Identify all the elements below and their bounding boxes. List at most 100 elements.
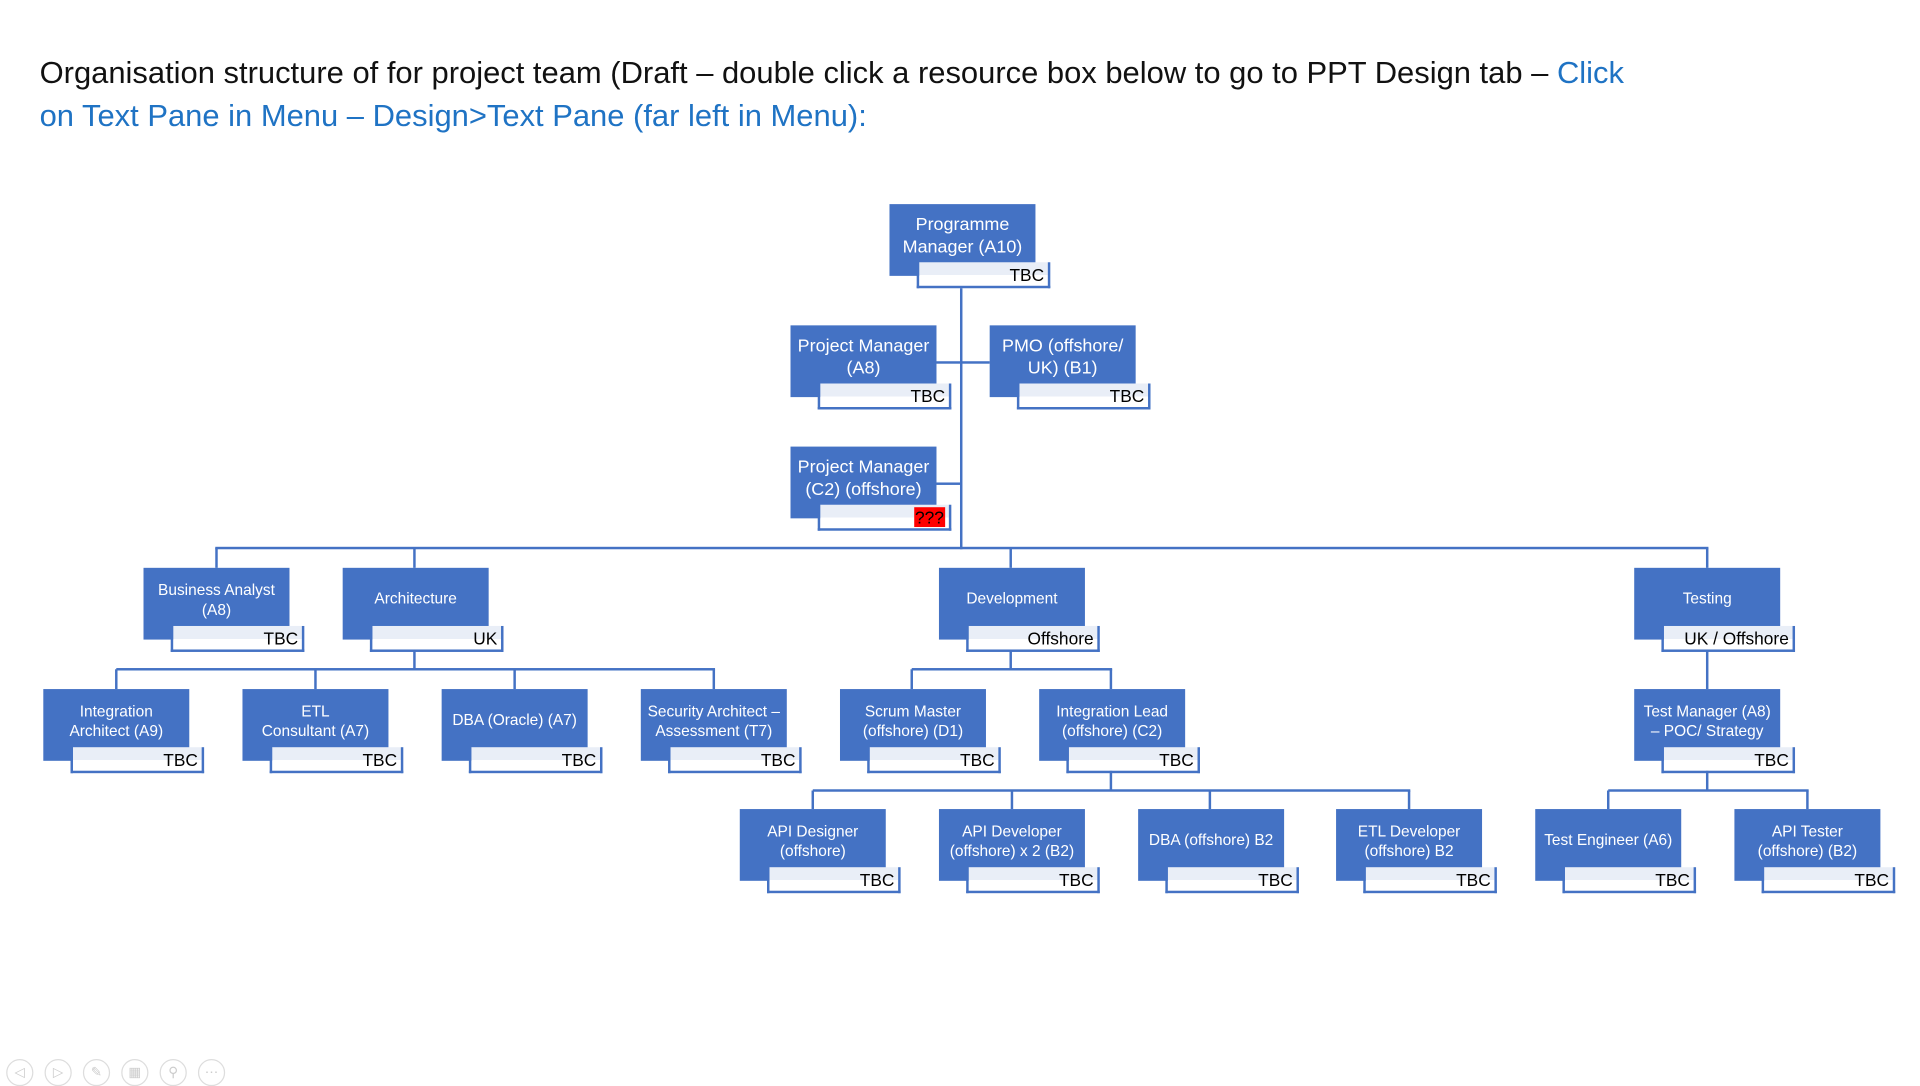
node-label[interactable]: TBC [1363, 867, 1497, 894]
node-label[interactable]: TBC [916, 262, 1051, 289]
slide-heading: Organisation structure of for project te… [40, 52, 1648, 139]
node-label[interactable]: TBC [1761, 867, 1896, 894]
node-label[interactable]: UK / Offshore [1661, 625, 1796, 652]
zoom-icon[interactable]: ⚲ [159, 1058, 187, 1086]
connector-line [1407, 790, 1411, 810]
connector-line [314, 669, 317, 690]
node-label[interactable]: TBC [1562, 867, 1697, 894]
node-label-text: TBC [1258, 869, 1293, 890]
node-project-manager-c2[interactable]: Project Manager (C2) (offshore)??? [790, 446, 952, 531]
previous-icon[interactable]: ◁ [6, 1058, 34, 1086]
node-label[interactable]: TBC [170, 625, 305, 652]
connector-line [413, 548, 416, 568]
node-integration-architect[interactable]: Integration Architect (A9)TBC [43, 689, 205, 774]
node-label-text: TBC [859, 869, 895, 890]
connector-line [1705, 770, 1709, 791]
node-label-text: TBC [1058, 869, 1094, 890]
node-scrum-master[interactable]: Scrum Master (offshore) (D1)TBC [839, 689, 1001, 774]
connector-line [1109, 669, 1113, 690]
node-label-text: TBC [959, 749, 995, 770]
node-label[interactable]: TBC [817, 383, 952, 410]
node-label-text: TBC [1009, 264, 1045, 285]
heading-instruction: Click on Text Pane in Menu – Design>Text… [39, 55, 1624, 134]
node-etl-consultant[interactable]: ETL Consultant (A7)TBC [242, 689, 404, 774]
node-label-text: Offshore [1027, 628, 1094, 649]
node-label[interactable]: TBC [767, 867, 901, 894]
connector-line [1010, 790, 1014, 810]
node-label-text: TBC [263, 628, 299, 649]
node-label-text: ??? [913, 507, 946, 528]
node-label-text: TBC [362, 749, 398, 770]
node-label-text: TBC [1159, 749, 1194, 770]
connector-line [911, 668, 1113, 671]
more-icon[interactable]: ⋯ [197, 1058, 226, 1086]
connector-line [1705, 548, 1709, 568]
connector-line [1705, 649, 1709, 690]
node-label-text: TBC [910, 385, 946, 406]
connector-line [116, 668, 716, 671]
pen-icon[interactable]: ✎ [82, 1058, 111, 1086]
node-dba-oracle[interactable]: DBA (Oracle) (A7)TBC [441, 689, 603, 774]
node-label[interactable]: TBC [867, 747, 1001, 774]
node-label[interactable]: TBC [1165, 867, 1299, 894]
next-icon[interactable]: ▷ [44, 1058, 72, 1086]
node-pmo[interactable]: PMO (offshore/ UK) (B1)TBC [989, 325, 1151, 410]
connector-line [1608, 789, 1809, 792]
node-project-manager-a8[interactable]: Project Manager (A8)TBC [790, 325, 952, 410]
node-api-developer[interactable]: API Developer (offshore) x 2 (B2)TBC [938, 809, 1100, 894]
node-label-text: TBC [561, 749, 597, 770]
node-integration-lead[interactable]: Integration Lead (offshore) (C2)TBC [1039, 689, 1200, 774]
node-programme-manager[interactable]: Programme Manager (A10)TBC [889, 204, 1051, 289]
connector-line [215, 546, 1709, 550]
node-label[interactable]: TBC [269, 747, 404, 774]
connector-line [1806, 790, 1809, 810]
heading-text: Organisation structure of for project te… [39, 55, 1557, 91]
node-label-text: UK [473, 628, 498, 649]
node-business-analyst[interactable]: Business Analyst (A8)TBC [143, 567, 305, 652]
node-api-tester[interactable]: API Tester (offshore) (B2)TBC [1734, 809, 1896, 894]
connector-line [115, 669, 118, 690]
node-label-text: TBC [163, 749, 198, 770]
node-label[interactable]: UK [369, 625, 504, 652]
node-label[interactable]: TBC [1016, 383, 1151, 410]
node-label[interactable]: ??? [817, 504, 952, 531]
connector-line [1009, 548, 1012, 568]
node-label[interactable]: TBC [1661, 747, 1796, 774]
node-label-text: TBC [1854, 869, 1890, 890]
connector-line [1606, 790, 1610, 810]
node-label[interactable]: TBC [668, 747, 802, 774]
node-label[interactable]: TBC [468, 747, 603, 774]
node-security-architect[interactable]: Security Architect – Assessment (T7)TBC [640, 689, 802, 774]
connector-line [215, 548, 218, 568]
connector-line [936, 361, 990, 364]
connector-line [910, 669, 913, 690]
node-api-designer[interactable]: API Designer (offshore)TBC [739, 809, 901, 894]
node-test-engineer[interactable]: Test Engineer (A6)TBC [1535, 809, 1697, 894]
connector-line [513, 669, 516, 690]
node-label-text: TBC [760, 749, 796, 770]
connector-line [712, 669, 716, 690]
connector-line [959, 288, 963, 550]
slides-icon[interactable]: ▦ [121, 1058, 149, 1086]
node-label-text: TBC [1655, 869, 1690, 890]
connector-line [936, 482, 962, 485]
node-label[interactable]: TBC [966, 867, 1100, 894]
node-label-text: UK / Offshore [1684, 628, 1789, 649]
connector-line [812, 789, 1411, 792]
connector-line [413, 649, 416, 670]
node-label[interactable]: TBC [1066, 747, 1200, 774]
connector-line [1208, 790, 1212, 810]
node-label-text: TBC [1109, 385, 1145, 406]
node-label-text: TBC [1754, 749, 1789, 770]
connector-line [1009, 649, 1012, 670]
node-label[interactable]: TBC [70, 747, 205, 774]
node-label[interactable]: Offshore [966, 625, 1100, 652]
connector-line [811, 790, 815, 810]
